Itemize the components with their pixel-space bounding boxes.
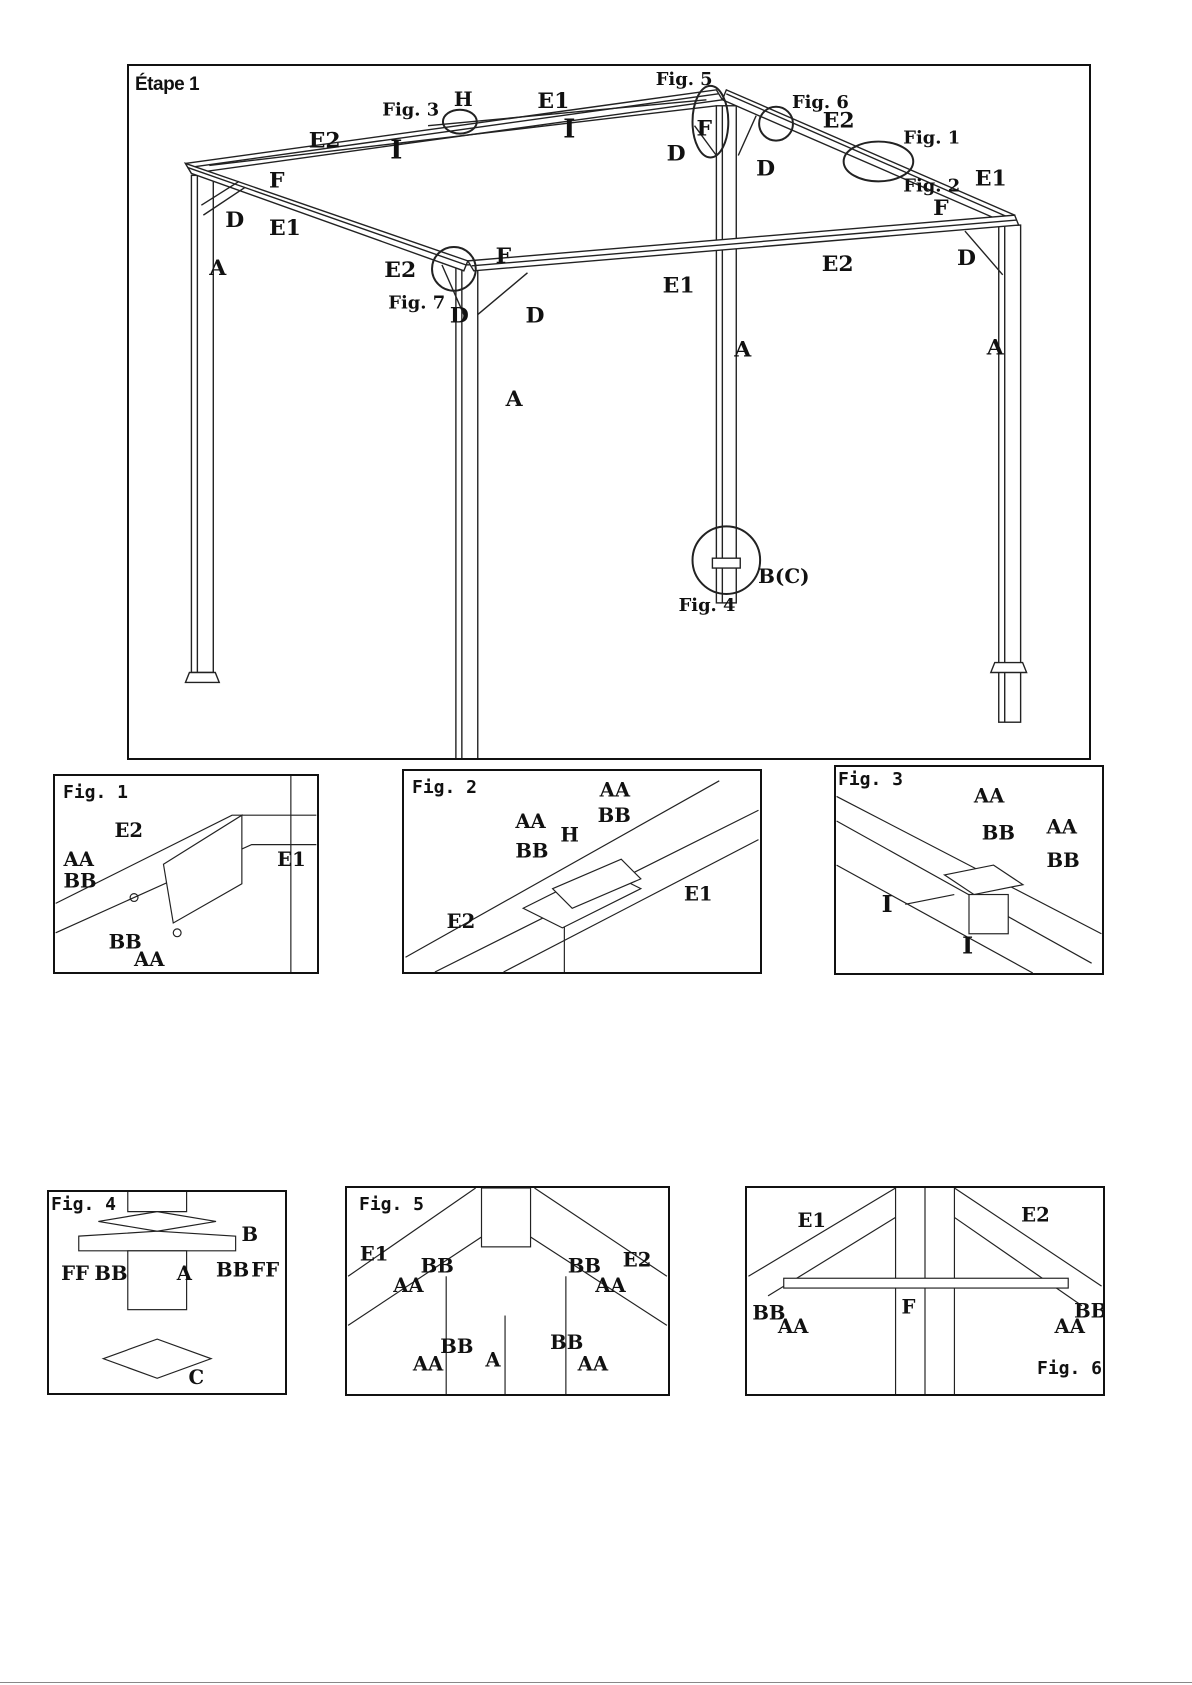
label-BC: B(C) <box>758 564 809 588</box>
label-E1-front: E1 <box>663 273 695 299</box>
label-fig4: Fig. 4 <box>679 595 736 616</box>
fig2-drawing: AA BB AA BB H E1 E2 <box>404 771 760 972</box>
fig6-label-AA: AA <box>777 1315 809 1338</box>
fig6-label-E2: E2 <box>1021 1203 1050 1226</box>
label-F-back: F <box>696 116 712 142</box>
label-H: H <box>454 87 473 111</box>
gazebo-frame-drawing: Fig. 3 H E1 Fig. 5 Fig. 6 E2 Fig. 1 Fig.… <box>129 66 1089 758</box>
fig6-title: Fig. 6 <box>1037 1358 1102 1379</box>
fig5-drawing: E1 BB AA BB AA A BB AA E2 BB AA <box>347 1188 668 1394</box>
fig5-label-E2: E2 <box>623 1248 652 1271</box>
fig2-label-H: H <box>560 824 579 847</box>
fig5-label-A: A <box>484 1349 501 1372</box>
step1-panel: Étape 1 <box>127 64 1091 760</box>
fig4-drawing: B FF BB A BB FF C <box>49 1192 285 1393</box>
fig6-panel: E1 E2 F BB AA AA BB Fig. 6 <box>745 1186 1105 1396</box>
fig6-label-E1: E1 <box>797 1209 826 1232</box>
label-E1-top: E1 <box>537 88 569 114</box>
fig6-label-F: F <box>901 1296 915 1319</box>
label-fig5: Fig. 5 <box>656 69 713 90</box>
fig4-panel: Fig. 4 B FF BB A BB FF C <box>47 1190 287 1395</box>
fig5-label-AA4: AA <box>577 1352 609 1375</box>
fig2-label-E1: E1 <box>684 882 713 905</box>
fig1-label-AA2: AA <box>133 948 165 971</box>
fig2-label-BB: BB <box>598 804 631 827</box>
fig4-label-FF: FF <box>61 1262 89 1285</box>
fig5-panel: Fig. 5 E1 BB AA BB AA A BB AA E2 BB AA <box>345 1186 670 1396</box>
fig3-label-BB2: BB <box>1046 849 1079 872</box>
label-I-mid: I <box>563 115 575 145</box>
fig1-label-BB: BB <box>64 870 97 893</box>
fig5-label-BB2: BB <box>440 1335 473 1358</box>
label-fig3: Fig. 3 <box>382 100 439 121</box>
fig3-panel: Fig. 3 AA BB AA BB I I <box>834 765 1104 975</box>
fig6-label-BB2: BB <box>1074 1299 1103 1322</box>
label-fig1: Fig. 1 <box>903 128 960 149</box>
label-F-front: F <box>496 243 512 269</box>
label-D-front1: D <box>450 303 469 329</box>
fig4-label-BB2: BB <box>216 1258 249 1281</box>
label-D-back2: D <box>756 155 775 181</box>
fig5-label-AA: AA <box>392 1274 424 1297</box>
label-D-right: D <box>957 245 976 271</box>
fig2-label-AA2: AA <box>514 810 546 833</box>
fig4-label-A: A <box>176 1262 193 1285</box>
fig4-label-FF2: FF <box>251 1258 279 1281</box>
fig3-label-AA2: AA <box>1045 816 1077 839</box>
leg-front-left <box>185 175 219 682</box>
label-E1-right: E1 <box>975 165 1007 191</box>
page-bottom-rule <box>0 1682 1192 1683</box>
label-D-back1: D <box>667 140 686 166</box>
fig3-label-I: I <box>882 890 893 918</box>
fig1-label-E1: E1 <box>277 848 306 871</box>
fig1-drawing: E2 AA BB E1 BB AA <box>55 776 317 972</box>
label-E2-topright: E2 <box>823 108 855 134</box>
fig5-label-E1: E1 <box>360 1243 389 1266</box>
label-fig2: Fig. 2 <box>903 175 960 196</box>
fig3-label-AA: AA <box>973 784 1005 807</box>
label-A-right: A <box>986 334 1005 360</box>
label-F-left: F <box>269 167 285 193</box>
label-fig7: Fig. 7 <box>388 293 445 314</box>
fig2-label-BB2: BB <box>515 839 548 862</box>
beam-front-right <box>468 215 1019 271</box>
fig1-label-E2: E2 <box>114 819 143 842</box>
label-D-front2: D <box>525 303 544 329</box>
leg-right <box>991 225 1027 722</box>
fig2-label-AA: AA <box>599 778 631 801</box>
fig3-label-BB: BB <box>982 822 1015 845</box>
fig5-label-BB4: BB <box>550 1331 583 1354</box>
fig2-label-E2: E2 <box>447 910 476 933</box>
fig3-label-I2: I <box>962 931 973 959</box>
label-D-left: D <box>225 207 244 233</box>
label-F-right: F <box>933 195 949 221</box>
label-E2-front: E2 <box>384 257 416 283</box>
fig1-label-AA: AA <box>63 848 95 871</box>
fig5-label-AA3: AA <box>594 1274 626 1297</box>
leg-front-center <box>450 265 484 758</box>
fig1-panel: Fig. 1 E2 AA BB E1 BB AA <box>53 774 319 974</box>
fig2-panel: Fig. 2 AA BB AA BB H E1 E2 <box>402 769 762 974</box>
label-A-front: A <box>505 386 524 412</box>
fig4-label-C: C <box>189 1366 205 1389</box>
label-E1-left: E1 <box>269 215 301 241</box>
label-A-left: A <box>208 255 227 281</box>
fig5-label-AA2: AA <box>412 1352 444 1375</box>
label-E2-left: E2 <box>309 128 341 154</box>
fig4-label-BB: BB <box>94 1262 127 1285</box>
fig4-label-B: B <box>242 1223 259 1246</box>
fig3-drawing: AA BB AA BB I I <box>836 767 1102 973</box>
label-E2-front-right: E2 <box>822 251 854 277</box>
label-I-left: I <box>390 135 402 165</box>
label-A-back: A <box>733 336 752 362</box>
fig5-label-BB: BB <box>421 1254 454 1277</box>
